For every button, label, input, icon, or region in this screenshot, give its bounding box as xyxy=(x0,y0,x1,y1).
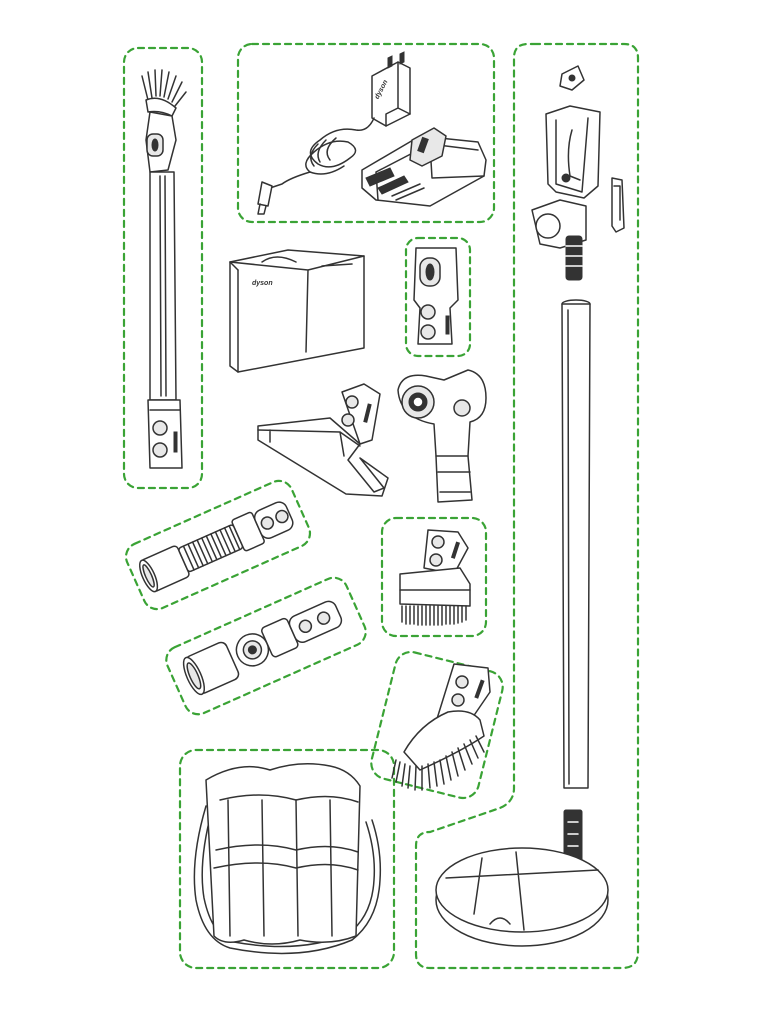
up-top-adaptor xyxy=(397,369,487,503)
tool-adaptor xyxy=(413,247,459,345)
extension-wand-with-dusting-brush xyxy=(141,69,187,469)
group-border-wand xyxy=(122,46,204,490)
multi-angle-swivel-adaptor xyxy=(182,600,343,696)
box-brand-mark: dyson xyxy=(252,280,273,287)
group-border-dock xyxy=(414,42,640,970)
tool-bag xyxy=(193,763,382,955)
storage-box: dyson xyxy=(229,249,365,373)
group-border-charger xyxy=(236,42,496,224)
group-border-stretch-hose xyxy=(124,479,312,611)
crevice-tool xyxy=(257,383,389,497)
group-border-swivel xyxy=(165,576,367,716)
stretch-hose xyxy=(138,501,294,593)
floor-dok-docking-stand xyxy=(435,65,625,947)
group-border-tool-bag xyxy=(178,748,396,970)
group-border-soft-brush xyxy=(380,516,488,638)
stubborn-dirt-brush xyxy=(391,663,491,791)
charger-and-battery: dyson xyxy=(257,51,487,215)
group-border-adaptor xyxy=(404,236,472,358)
bristle-fan xyxy=(141,69,187,117)
soft-dusting-brush xyxy=(399,529,471,626)
group-borders xyxy=(122,42,640,970)
